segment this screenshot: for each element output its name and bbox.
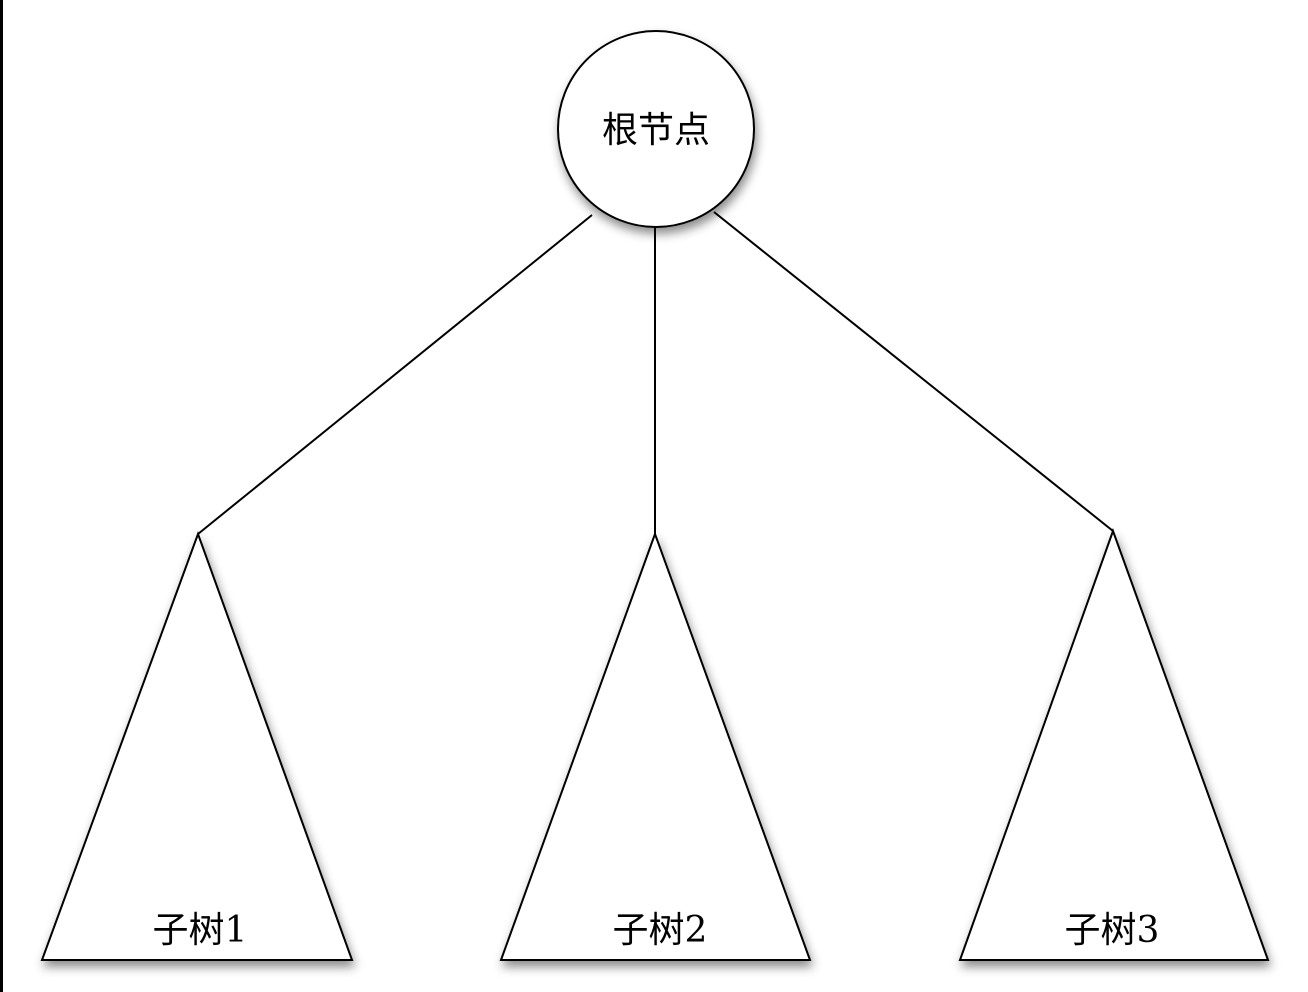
- edge-root-subtree-3: [713, 211, 1114, 532]
- subtree-3-triangle: [958, 528, 1270, 961]
- subtree-3-label: 子树3: [1065, 910, 1160, 951]
- subtree-2-triangle: [499, 531, 812, 961]
- edge-root-subtree-1: [197, 214, 593, 535]
- left-border: [0, 0, 3, 992]
- root-node-label: 根节点: [602, 110, 710, 151]
- subtree-2: 子树2: [499, 531, 812, 961]
- subtree-1-triangle: [40, 531, 354, 961]
- root-node-circle: [557, 30, 755, 228]
- subtree-2-label: 子树2: [613, 910, 708, 951]
- subtree-1-label: 子树1: [153, 910, 248, 951]
- subtree-3: 子树3: [958, 528, 1270, 961]
- root-node: 根节点: [557, 30, 755, 228]
- subtree-1: 子树1: [40, 531, 354, 961]
